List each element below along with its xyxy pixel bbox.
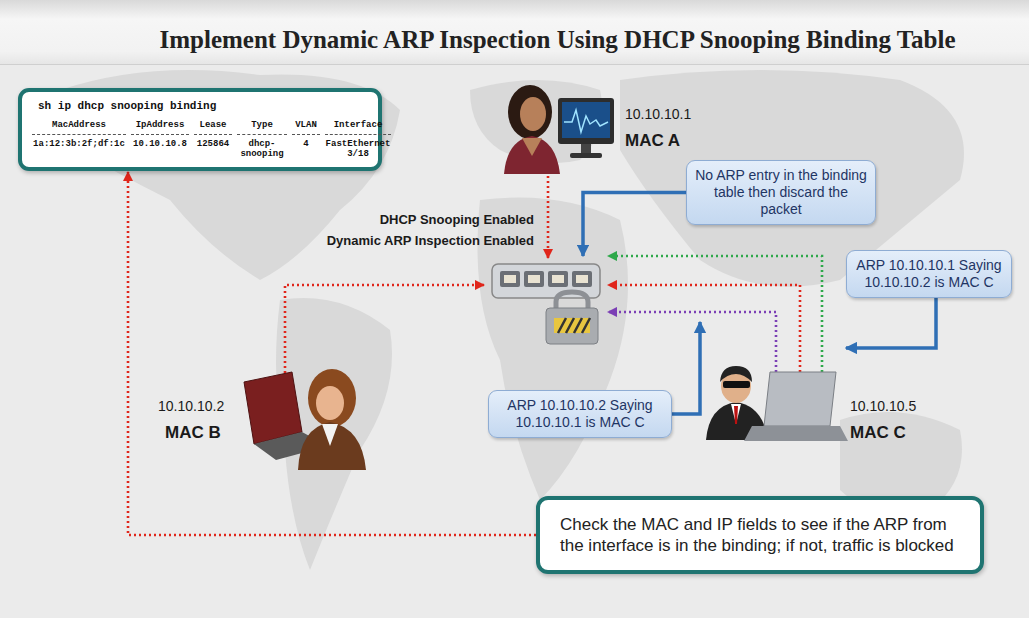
status-label: Dynamic ARP Inspection Enabled [327, 233, 534, 248]
box-text: ARP 10.10.10.1 Saying 10.10.10.2 is MAC … [855, 257, 1003, 291]
table-header: Lease [194, 120, 232, 135]
table-header: IpAddress [131, 120, 189, 135]
callout-pointer [672, 322, 700, 414]
ip-address-label: 10.10.10.1 [625, 106, 691, 122]
table-header: Interface [325, 120, 391, 135]
user-b-figure [244, 369, 366, 470]
box-text: Check the MAC and IP fields to see if th… [560, 514, 960, 556]
status-label: DHCP Snooping Enabled [380, 212, 534, 227]
box-text: ARP 10.10.10.2 Saying 10.10.10.1 is MAC … [497, 397, 663, 431]
binding-table: MacAddressIpAddressLeaseTypeVLANInterfac… [32, 120, 370, 159]
callout-box: No ARP entry in the binding table then d… [686, 160, 876, 225]
attacker-figure [706, 366, 848, 441]
mac-label: MAC A [625, 131, 680, 151]
terminal-output-box: sh ip dhcp snooping bindingMacAddress IpA… [18, 88, 382, 171]
callout-box: ARP 10.10.10.1 Saying 10.10.10.2 is MAC … [846, 250, 1012, 298]
table-cell: 125864 [194, 139, 232, 159]
table-cell: dhcp-snooping [237, 139, 287, 159]
ip-address-label: 10.10.10.2 [158, 398, 224, 414]
user-a-figure [504, 85, 614, 174]
callout-box: ARP 10.10.10.2 Saying 10.10.10.1 is MAC … [488, 390, 672, 438]
table-cell: FastEthernet 3/18 [325, 139, 391, 159]
lock-icon [546, 292, 598, 344]
table-header: MacAddress [32, 120, 126, 135]
ip-address-label: 10.10.10.5 [850, 398, 916, 414]
command-line: sh ip dhcp snooping binding [38, 100, 370, 112]
mac-label: MAC C [850, 423, 906, 443]
mac-label: MAC B [165, 423, 221, 443]
table-cell: 1a:12:3b:2f;df:1c [32, 139, 126, 159]
callout-pointer [846, 298, 936, 348]
box-text: No ARP entry in the binding table then d… [695, 167, 867, 218]
table-header: VLAN [292, 120, 320, 135]
note-box: Check the MAC and IP fields to see if th… [536, 496, 984, 574]
dotted-connector [128, 172, 536, 535]
table-header: Type [237, 120, 287, 135]
table-cell: 10.10.10.8 [131, 139, 189, 159]
table-cell: 4 [292, 139, 320, 159]
callout-pointer [583, 193, 686, 257]
diagram-title: Implement Dynamic ARP Inspection Using D… [86, 26, 1029, 54]
